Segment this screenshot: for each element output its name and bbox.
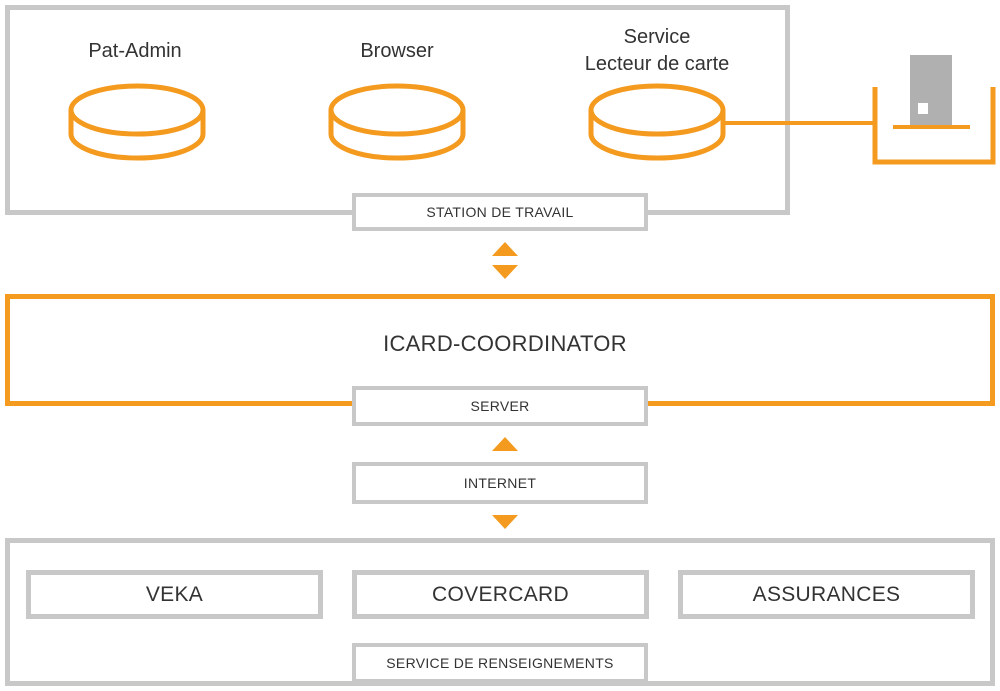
pat-admin-label: Pat-Admin bbox=[88, 40, 182, 62]
info-services-tag: SERVICE DE RENSEIGNEMENTS bbox=[352, 643, 648, 683]
card-reader-service-label-line-1: Service bbox=[623, 26, 691, 48]
workstation-tag: STATION DE TRAVAIL bbox=[352, 193, 648, 231]
card-reader-service-label-line-2: Lecteur de carte bbox=[584, 53, 730, 75]
card-reader-icon bbox=[872, 55, 996, 165]
browser-database-icon bbox=[328, 83, 466, 161]
server-tag: SERVER bbox=[352, 386, 648, 426]
veka-box: VEKA bbox=[26, 570, 323, 619]
services-down-arrow bbox=[492, 515, 518, 529]
covercard-box: COVERCARD bbox=[352, 570, 649, 619]
card-reader-service-database-icon bbox=[588, 83, 726, 161]
info-services-frame bbox=[5, 538, 995, 686]
internet-tag: INTERNET bbox=[352, 462, 648, 504]
server-up-arrow bbox=[492, 437, 518, 451]
browser-label: Browser bbox=[360, 40, 434, 62]
workstation-coordinator-bidirectional-arrow bbox=[492, 242, 518, 279]
pat-admin-database-icon bbox=[68, 83, 206, 161]
icard-coordinator-title: ICARD-COORDINATOR bbox=[383, 331, 627, 356]
card-reader-service-label: Service Lecteur de carte bbox=[557, 24, 757, 78]
assurances-box: ASSURANCES bbox=[678, 570, 975, 619]
